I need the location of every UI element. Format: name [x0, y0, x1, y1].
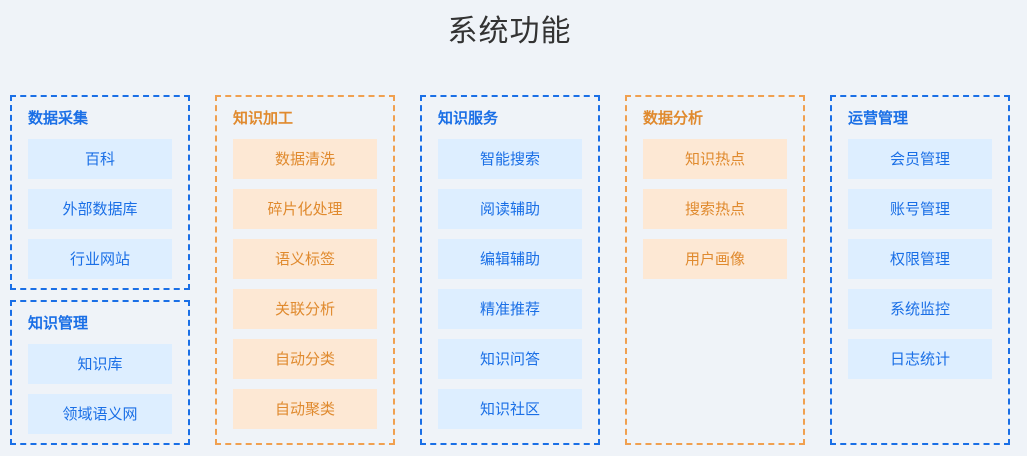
item-box[interactable]: 知识社区: [438, 389, 582, 429]
item-box[interactable]: 日志统计: [848, 339, 992, 379]
item-box[interactable]: 自动分类: [233, 339, 377, 379]
item-box[interactable]: 权限管理: [848, 239, 992, 279]
group-title: 数据分析: [643, 109, 704, 127]
group-title: 知识管理: [28, 314, 89, 332]
item-box[interactable]: 行业网站: [28, 239, 172, 279]
item-box[interactable]: 外部数据库: [28, 189, 172, 229]
item-box[interactable]: 百科: [28, 139, 172, 179]
group-title: 数据采集: [28, 109, 89, 127]
item-box[interactable]: 账号管理: [848, 189, 992, 229]
item-box[interactable]: 碎片化处理: [233, 189, 377, 229]
item-box[interactable]: 精准推荐: [438, 289, 582, 329]
group-data-analysis: 数据分析 知识热点 搜索热点 用户画像: [625, 95, 805, 445]
page-title: 系统功能: [447, 14, 572, 49]
item-box[interactable]: 知识库: [28, 344, 172, 384]
group-knowledge-service: 知识服务 智能搜索 阅读辅助 编辑辅助 精准推荐 知识问答 知识社区: [420, 95, 600, 445]
item-box[interactable]: 会员管理: [848, 139, 992, 179]
item-box[interactable]: 知识热点: [643, 139, 787, 179]
item-box[interactable]: 系统监控: [848, 289, 992, 329]
item-box[interactable]: 智能搜索: [438, 139, 582, 179]
item-box[interactable]: 关联分析: [233, 289, 377, 329]
item-box[interactable]: 编辑辅助: [438, 239, 582, 279]
item-box[interactable]: 用户画像: [643, 239, 787, 279]
item-box[interactable]: 阅读辅助: [438, 189, 582, 229]
item-box[interactable]: 领域语义网: [28, 394, 172, 434]
item-box[interactable]: 知识问答: [438, 339, 582, 379]
group-title: 运营管理: [848, 109, 909, 127]
group-data-collection: 数据采集 百科 外部数据库 行业网站: [10, 95, 190, 290]
group-title: 知识加工: [233, 109, 294, 127]
item-box[interactable]: 数据清洗: [233, 139, 377, 179]
item-box[interactable]: 语义标签: [233, 239, 377, 279]
item-box[interactable]: 搜索热点: [643, 189, 787, 229]
item-box[interactable]: 自动聚类: [233, 389, 377, 429]
group-operations-management: 运营管理 会员管理 账号管理 权限管理 系统监控 日志统计: [830, 95, 1010, 445]
group-knowledge-management: 知识管理 知识库 领域语义网: [10, 300, 190, 445]
group-knowledge-processing: 知识加工 数据清洗 碎片化处理 语义标签 关联分析 自动分类 自动聚类: [215, 95, 395, 445]
group-title: 知识服务: [438, 109, 499, 127]
